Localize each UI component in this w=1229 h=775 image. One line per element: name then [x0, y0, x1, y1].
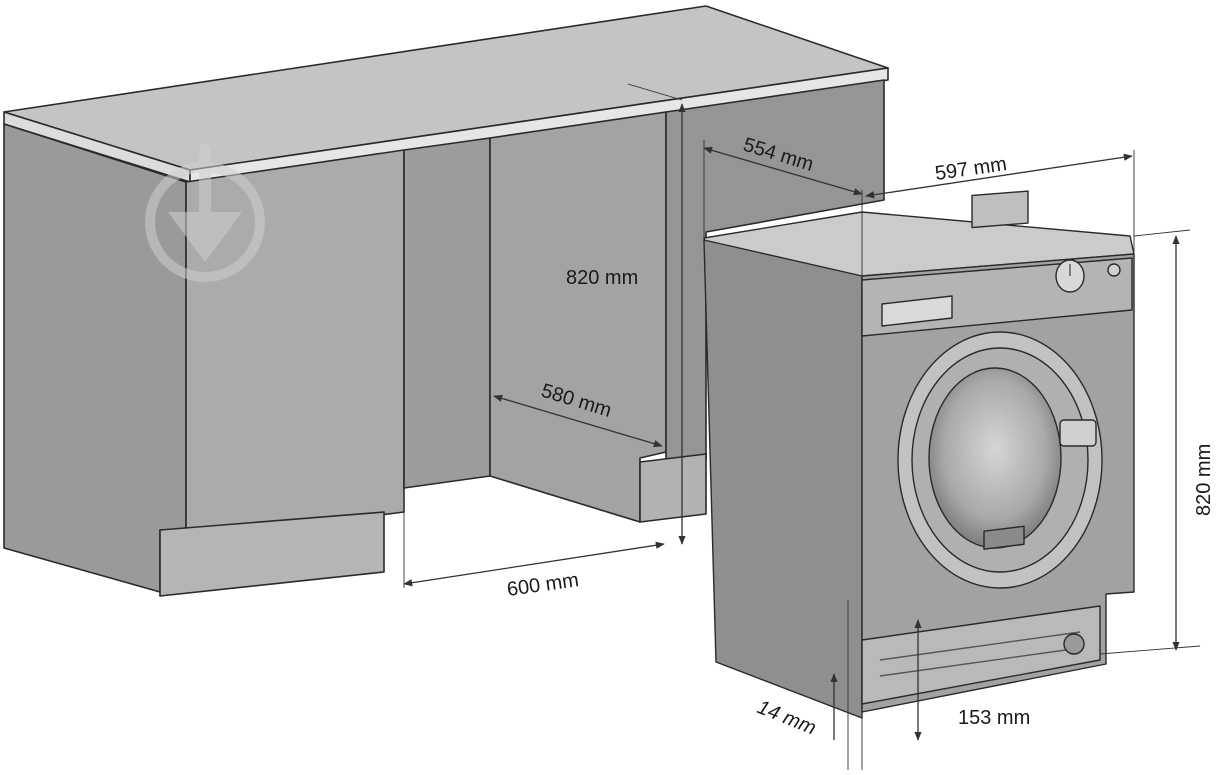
cabinet-plinth-left [159, 511, 385, 597]
display-screen [971, 190, 1029, 229]
door-porthole-icon [897, 331, 1103, 589]
cabinet-door-left [185, 149, 405, 541]
cabinet-plinth-right [639, 453, 707, 523]
machine-side [703, 239, 863, 719]
countertop-side-edge [189, 67, 889, 183]
detergent-drawer [881, 295, 953, 327]
power-button [1107, 263, 1121, 277]
label-plinth-height: 153 mm [958, 707, 1030, 729]
control-knob-icon [1055, 259, 1085, 293]
label-niche-width: 600 mm [506, 569, 581, 601]
label-foot-gap: 14 mm [754, 696, 819, 739]
dim-line-machine-depth [703, 146, 863, 196]
dimension-lines [403, 83, 1201, 770]
dim-line-machine-width [865, 153, 1133, 199]
dim-line-niche-depth [493, 394, 663, 448]
dim-line-niche-width [403, 541, 665, 587]
label-niche-height: 820 mm [566, 267, 638, 289]
adjustable-foot [1063, 633, 1085, 655]
label-machine-height: 820 mm [1193, 444, 1215, 516]
washing-machine [703, 190, 1135, 719]
niche-back-wall [403, 137, 491, 489]
niche-inner-side [489, 111, 667, 523]
watermark-logo-icon [145, 144, 265, 282]
